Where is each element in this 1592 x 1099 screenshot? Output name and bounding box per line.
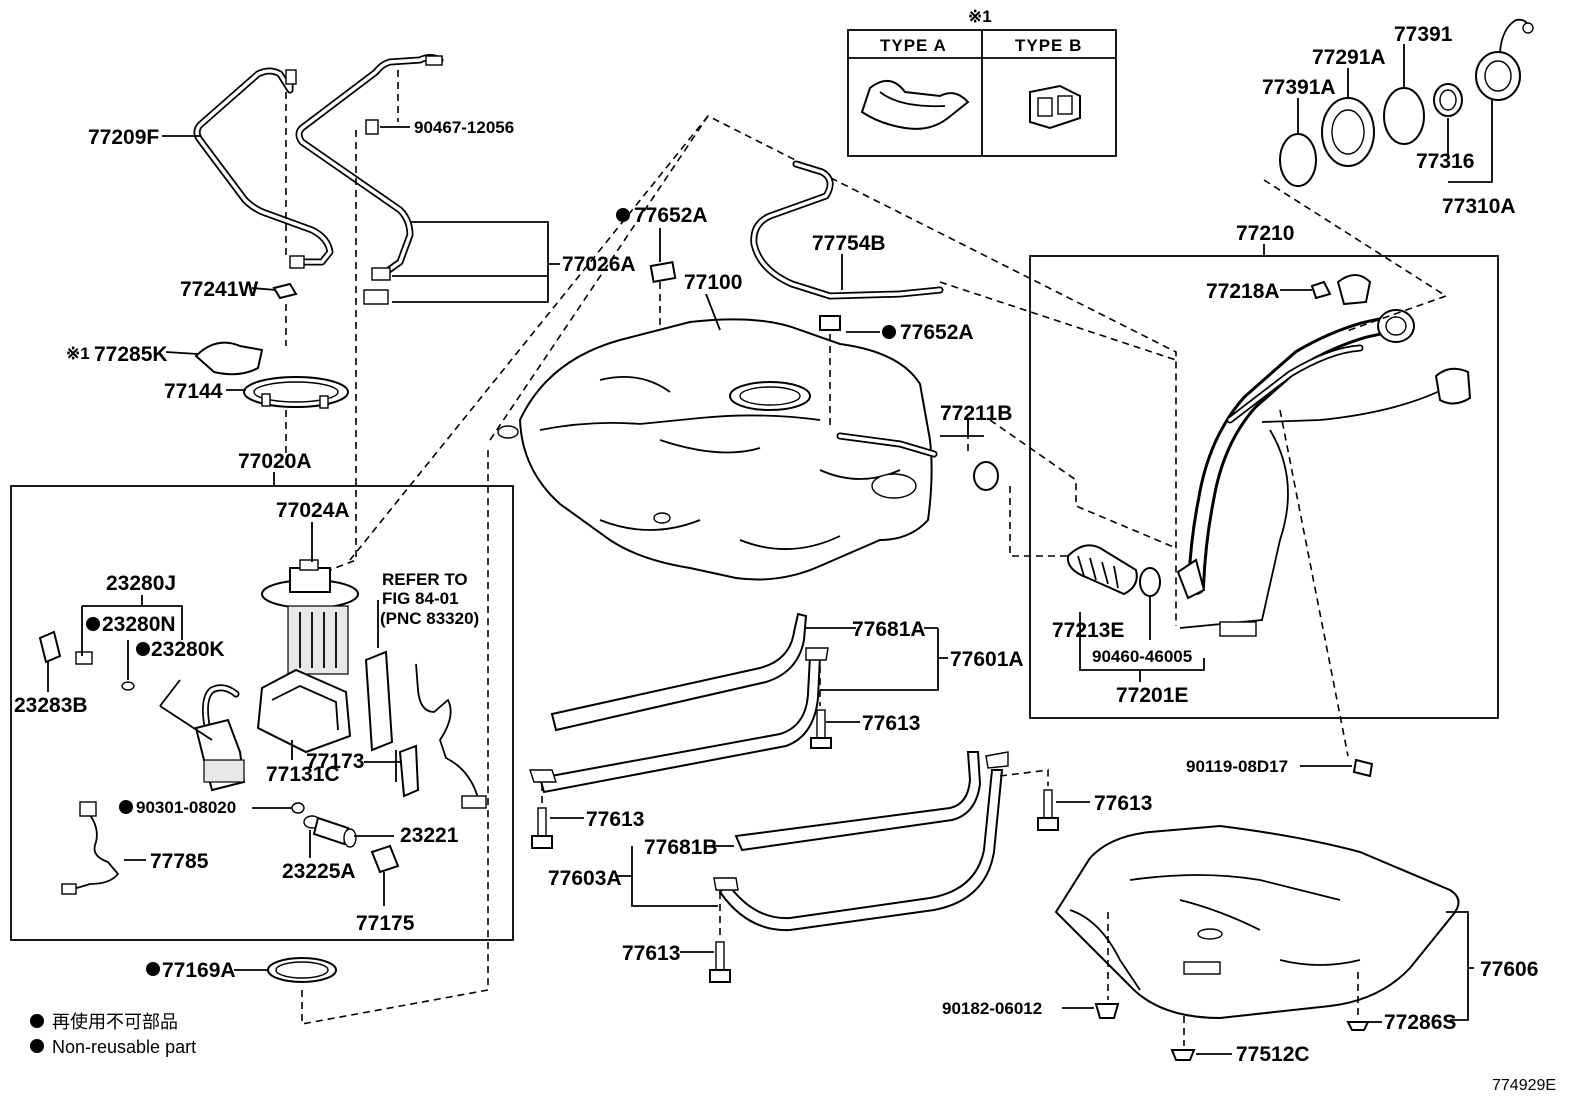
hose-77213e-drawing (1066, 544, 1138, 596)
label-77601a: 77601A (950, 648, 1024, 671)
figure-code: 774929E (1492, 1077, 1556, 1094)
label-77310a: 77310A (1442, 195, 1516, 218)
label-77512c: 77512C (1236, 1043, 1310, 1066)
label-77209f: 77209F (88, 126, 159, 149)
label-23280k: 23280K (151, 638, 225, 661)
filler-pipe-77210-drawing (1179, 274, 1472, 637)
refer-note-line1: REFER TO (382, 570, 468, 589)
clamp-90460-46005-drawing (1139, 567, 1161, 597)
fuel-tank-77100-drawing (497, 318, 938, 581)
wire-harness-77785-drawing (69, 809, 120, 891)
label-77026a: 77026A (562, 253, 636, 276)
label-77211b: 77211B (940, 402, 1012, 425)
label-77210: 77210 (1236, 222, 1294, 245)
bolt-77613-c-drawing (1037, 789, 1059, 831)
part-77175-drawing (370, 844, 400, 874)
label-23225a: 23225A (282, 860, 356, 883)
label-90460-46005: 90460-46005 (1092, 647, 1192, 666)
label-77175: 77175 (356, 912, 415, 935)
bracket-77131c-drawing (256, 668, 352, 754)
label-77285k-mark: ※1 (66, 344, 90, 363)
label-77613-a: 77613 (862, 712, 920, 735)
label-23283b: 23283B (14, 694, 88, 717)
bolt-77613-b-drawing (531, 807, 553, 849)
cover-77285k-drawing (194, 341, 264, 376)
leader-lines (47, 44, 1493, 1055)
strap-77601a-drawing (538, 655, 822, 794)
filter-23221-drawing (312, 816, 350, 846)
label-77173: 77173 (306, 750, 364, 773)
label-77785: 77785 (150, 850, 209, 873)
sender-77173-drawing (364, 650, 394, 752)
bolt-77613-d-drawing (709, 941, 731, 983)
label-77681b: 77681B (644, 836, 718, 859)
label-77218a: 77218A (1206, 280, 1280, 303)
gasket-77391a-drawing (1279, 133, 1317, 187)
pipe-77209f-drawing (193, 67, 334, 266)
label-90119-08d17: 90119-08D17 (1186, 757, 1288, 776)
type-table: ※1 TYPE A TYPE B (847, 7, 1117, 157)
label-23280n: 23280N (102, 613, 176, 636)
label-90467-12056: 90467-12056 (414, 118, 514, 137)
label-77754b: 77754B (812, 232, 886, 255)
hose-77754b-drawing (750, 160, 944, 300)
clamp-77211b-drawing (973, 461, 999, 491)
label-77286s: 77286S (1384, 1011, 1456, 1034)
label-77603a: 77603A (548, 867, 622, 890)
strap-77603a-drawing (718, 769, 1004, 932)
label-23221: 23221 (400, 824, 459, 847)
under-cover-77606-drawing (1054, 824, 1460, 1020)
clip-23283b-drawing (38, 630, 62, 664)
refer-note-line2: FIG 84-01 (382, 589, 459, 608)
strap-77681a-drawing (550, 612, 808, 732)
strap-77681b-drawing (734, 751, 982, 852)
pad-77652a-mid-drawing (819, 315, 841, 331)
label-77391a: 77391A (1262, 76, 1336, 99)
label-77652a-top: 77652A (634, 204, 708, 227)
label-77024a: 77024A (276, 499, 350, 522)
gasket-77391-drawing (1383, 87, 1425, 145)
fuel-pump-assembly-box (10, 485, 514, 941)
label-77241w: 77241W (180, 278, 258, 301)
type-a-label: TYPE A (880, 36, 947, 55)
bolt-90119-08d17-drawing (1352, 758, 1374, 778)
label-77020a: 77020A (238, 450, 312, 473)
bolt-77613-a-drawing (810, 709, 832, 749)
label-90301-08020: 90301-08020 (136, 798, 236, 817)
type-b-label: TYPE B (1015, 36, 1082, 55)
label-77652a-mid: 77652A (900, 321, 974, 344)
fuel-pump-top-drawing (261, 559, 359, 675)
type-table-mark: ※1 (968, 7, 992, 26)
label-77391: 77391 (1394, 23, 1453, 46)
legend-text-en: Non-reusable part (52, 1037, 196, 1057)
label-77606: 77606 (1480, 958, 1538, 981)
refer-note-line3: (PNC 83320) (380, 609, 479, 628)
label-77681a: 77681A (852, 618, 926, 641)
label-77100: 77100 (684, 271, 742, 294)
label-90182-06012: 90182-06012 (942, 999, 1042, 1018)
legend-text-jp: 再使用不可部品 (52, 1012, 178, 1032)
pad-77652a-top-drawing (649, 261, 677, 283)
label-77613-c: 77613 (1094, 792, 1152, 815)
label-23280j: 23280J (106, 572, 176, 595)
label-77316: 77316 (1416, 150, 1474, 173)
label-77201e: 77201E (1116, 684, 1188, 707)
label-77131c: 77131C (266, 763, 340, 786)
label-77285k: 77285K (94, 343, 168, 366)
label-77213e: 77213E (1052, 619, 1124, 642)
label-77291a: 77291A (1312, 46, 1386, 69)
label-77144: 77144 (164, 380, 223, 403)
label-77613-d: 77613 (622, 942, 680, 965)
label-77613-b: 77613 (586, 808, 644, 831)
label-77169a: 77169A (162, 959, 236, 982)
